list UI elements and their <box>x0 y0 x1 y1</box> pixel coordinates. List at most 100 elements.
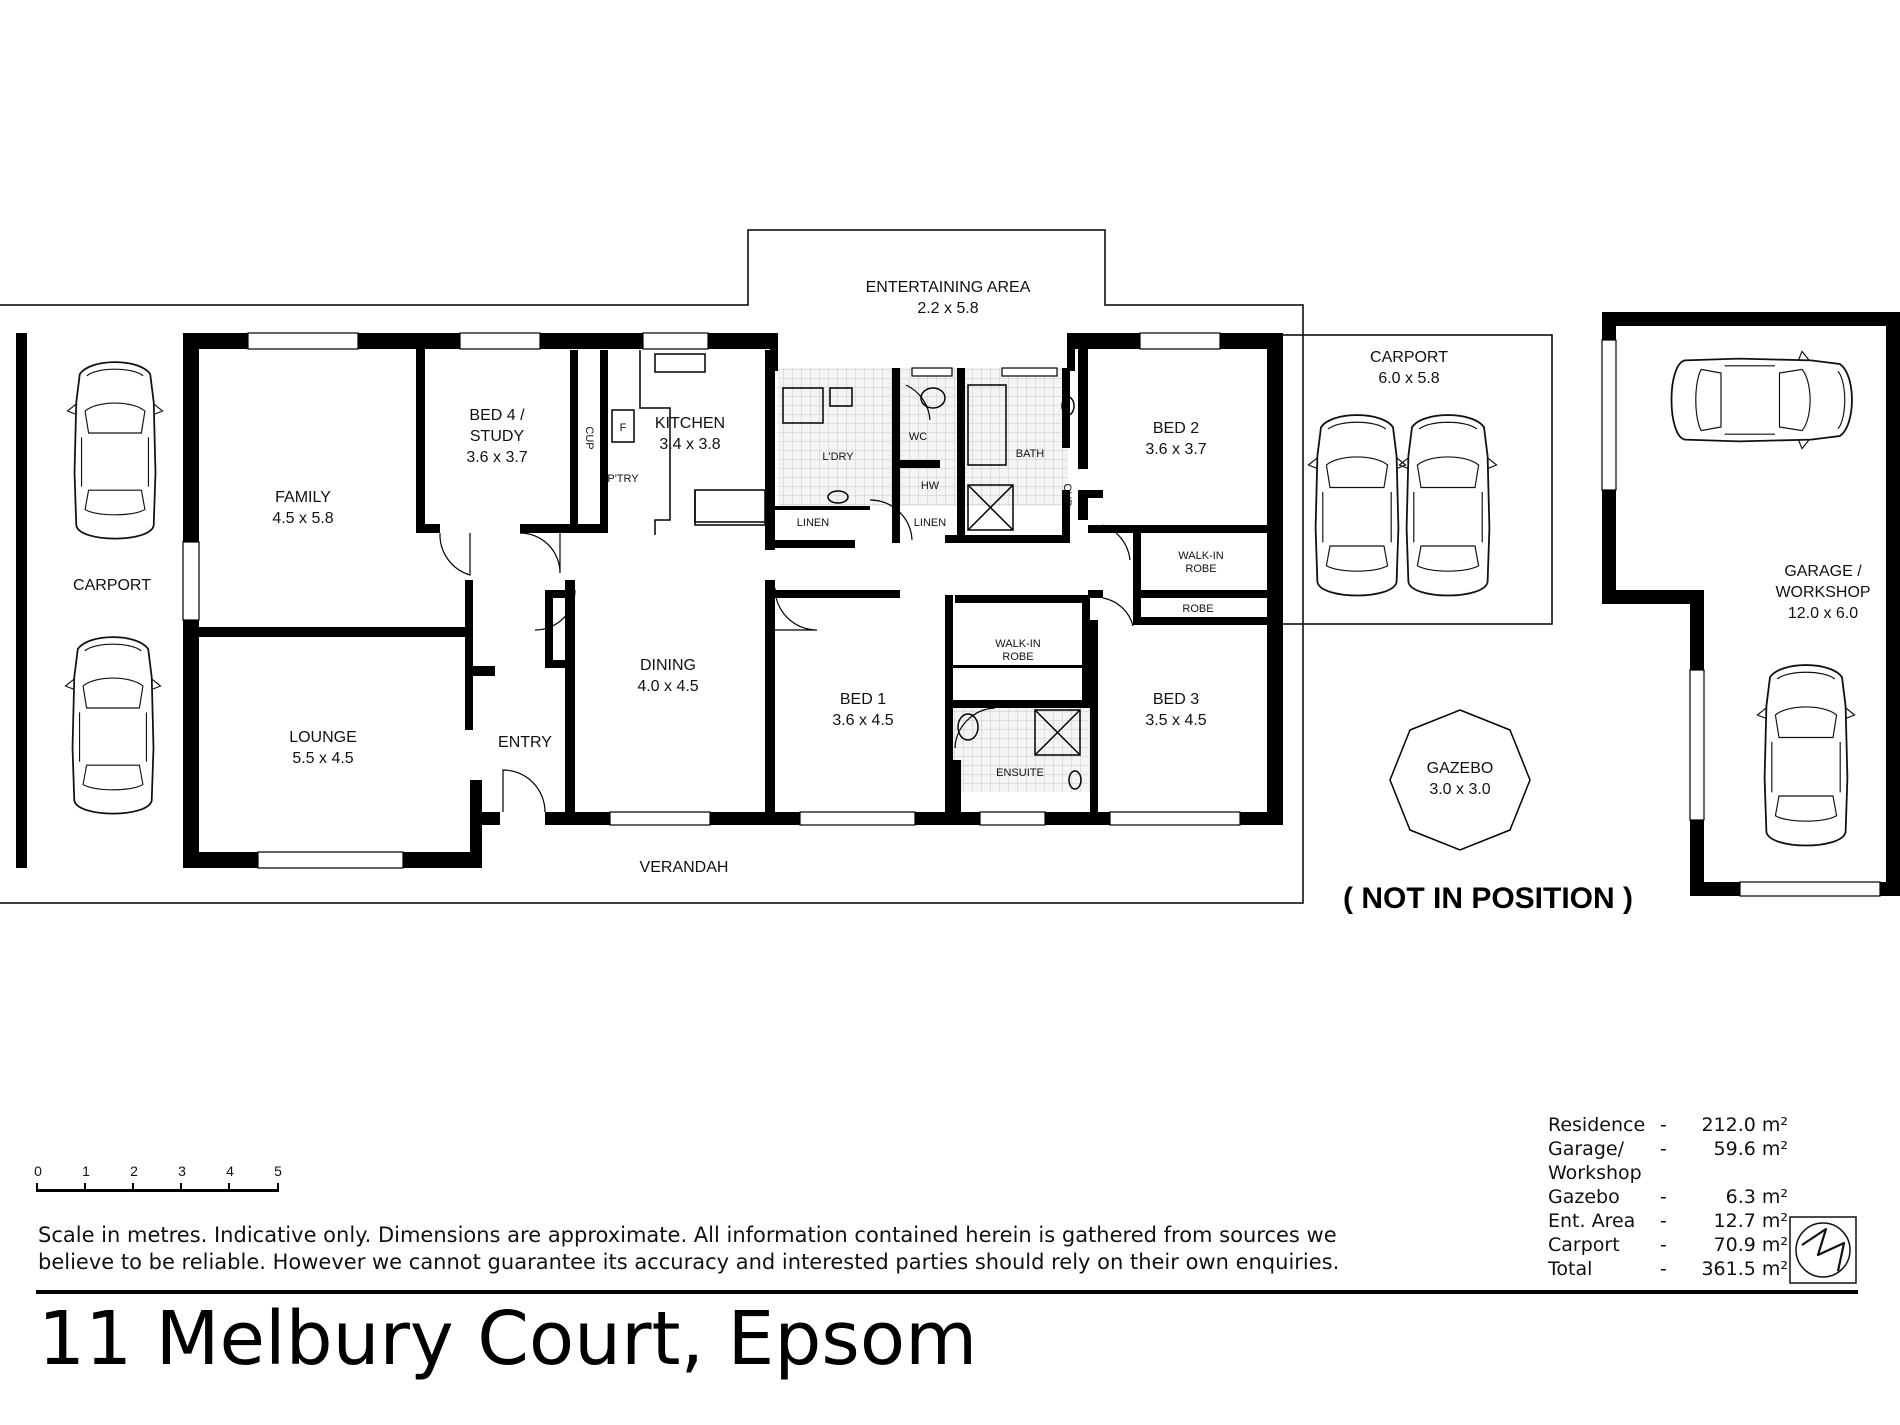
scale-line <box>36 1189 279 1192</box>
area-value: 70.9 m² <box>1713 1234 1788 1256</box>
disclaimer-line-2: believe to be reliable. However we canno… <box>38 1250 1340 1274</box>
dining-dims: 4.0 x 4.5 <box>637 678 698 695</box>
gazebo-name: GAZEBO <box>1427 760 1494 777</box>
area-dash: - <box>1660 1186 1667 1208</box>
bed4-name-line2: STUDY <box>470 428 525 445</box>
linen-label-left: LINEN <box>797 517 829 529</box>
fridge-label: F <box>620 422 627 434</box>
car-icon <box>1756 664 1856 847</box>
laundry-label: L'DRY <box>822 451 854 463</box>
area-dash: - <box>1660 1258 1667 1280</box>
walk-in-label-bed2: WALK-IN <box>1178 550 1223 562</box>
small-labels: CUP F P'TRY L'DRY WC BATH HW LINEN LINEN… <box>583 422 1224 779</box>
entertaining-name: ENTERTAINING AREA <box>866 279 1031 296</box>
scale-tick-label: 3 <box>178 1163 186 1179</box>
not-in-position-note: ( NOT IN POSITION ) <box>1343 882 1633 915</box>
scale-tick-label: 5 <box>274 1163 282 1179</box>
area-value: 212.0 m² <box>1701 1114 1788 1136</box>
walls <box>16 312 1900 896</box>
area-row: Workshop <box>1548 1161 1788 1185</box>
windows <box>182 332 1881 897</box>
scale-tick <box>132 1183 134 1192</box>
area-schedule: Residence - 212.0 m² Garage/ - 59.6 m² W… <box>1548 1113 1788 1281</box>
scale-tick-label: 4 <box>226 1163 234 1179</box>
bed1-name: BED 1 <box>840 691 886 708</box>
kitchen-fixtures <box>611 350 766 535</box>
title-rule <box>36 1290 1858 1294</box>
area-row: Total - 361.5 m² <box>1548 1257 1788 1281</box>
scale-tick <box>36 1183 38 1192</box>
north-compass-icon <box>1789 1216 1857 1284</box>
garage-dims: 12.0 x 6.0 <box>1788 605 1858 622</box>
bath-fixtures <box>782 384 1082 790</box>
cupboard-label-bath: CUP <box>1061 483 1073 506</box>
linen-label-right: LINEN <box>914 517 946 529</box>
scale-tick <box>228 1183 230 1192</box>
hot-water-label: HW <box>921 480 940 492</box>
kitchen-name: KITCHEN <box>655 415 725 432</box>
scale-tick <box>277 1183 279 1192</box>
area-dash: - <box>1660 1234 1667 1256</box>
car-icon <box>66 361 164 540</box>
area-name: Garage/ <box>1548 1138 1624 1160</box>
scale-tick <box>84 1183 86 1192</box>
garage-name-line2: WORKSHOP <box>1775 584 1870 601</box>
scale-bar: 0 1 2 3 4 5 <box>34 1163 286 1203</box>
area-name: Residence <box>1548 1114 1646 1136</box>
area-dash: - <box>1660 1138 1667 1160</box>
doors <box>439 384 1134 813</box>
family-name: FAMILY <box>275 489 331 506</box>
area-value: 59.6 m² <box>1713 1138 1788 1160</box>
dining-name: DINING <box>640 657 696 674</box>
cupboard-label: CUP <box>583 426 595 449</box>
entry-name: ENTRY <box>498 734 552 751</box>
area-dash: - <box>1660 1210 1667 1232</box>
area-row: Ent. Area - 12.7 m² <box>1548 1209 1788 1233</box>
robe-label-bed2: ROBE <box>1185 563 1216 575</box>
gazebo-outline <box>1389 709 1531 851</box>
entertaining-dims: 2.2 x 5.8 <box>917 300 978 317</box>
wc-label: WC <box>909 431 927 443</box>
scale-tick-label: 2 <box>130 1163 138 1179</box>
gazebo-dims: 3.0 x 3.0 <box>1429 781 1490 798</box>
area-name: Carport <box>1548 1234 1620 1256</box>
bed1-dims: 3.6 x 4.5 <box>832 712 893 729</box>
lounge-dims: 5.5 x 4.5 <box>292 750 353 767</box>
area-row: Residence - 212.0 m² <box>1548 1113 1788 1137</box>
bed4-name-line1: BED 4 / <box>469 407 525 424</box>
area-row: Garage/ - 59.6 m² <box>1548 1137 1788 1161</box>
area-row: Carport - 70.9 m² <box>1548 1233 1788 1257</box>
property-address: 11 Melbury Court, Epsom <box>38 1296 978 1382</box>
scale-tick-label: 1 <box>82 1163 90 1179</box>
bed2-name: BED 2 <box>1153 420 1199 437</box>
disclaimer: Scale in metres. Indicative only. Dimens… <box>38 1222 1538 1276</box>
car-icon <box>1670 350 1853 450</box>
wet-areas <box>778 368 1092 792</box>
carport-right-name: CARPORT <box>1370 349 1448 366</box>
area-value: 6.3 m² <box>1725 1186 1788 1208</box>
scale-tick <box>180 1183 182 1192</box>
bed3-dims: 3.5 x 4.5 <box>1145 712 1206 729</box>
disclaimer-line-1: Scale in metres. Indicative only. Dimens… <box>38 1223 1337 1247</box>
family-dims: 4.5 x 5.8 <box>272 510 333 527</box>
car-icon <box>1398 414 1498 597</box>
area-name: Total <box>1548 1258 1593 1280</box>
garage-name-line1: GARAGE / <box>1784 563 1862 580</box>
carport-left-name: CARPORT <box>73 577 151 594</box>
lounge-name: LOUNGE <box>289 729 357 746</box>
car-icon <box>64 636 162 815</box>
area-value: 12.7 m² <box>1713 1210 1788 1232</box>
bed3-name: BED 3 <box>1153 691 1199 708</box>
kitchen-dims: 3.4 x 3.8 <box>659 436 720 453</box>
area-name: Workshop <box>1548 1162 1642 1184</box>
area-name: Ent. Area <box>1548 1210 1636 1232</box>
scale-tick-label: 0 <box>34 1163 42 1179</box>
robe-label-bed3: ROBE <box>1182 603 1213 615</box>
ensuite-label: ENSUITE <box>996 767 1044 779</box>
area-dash: - <box>1660 1114 1667 1136</box>
area-value: 361.5 m² <box>1701 1258 1788 1280</box>
walk-in-label-bed1: WALK-IN <box>995 638 1040 650</box>
carport-right-dims: 6.0 x 5.8 <box>1378 370 1439 387</box>
bed2-dims: 3.6 x 3.7 <box>1145 441 1206 458</box>
